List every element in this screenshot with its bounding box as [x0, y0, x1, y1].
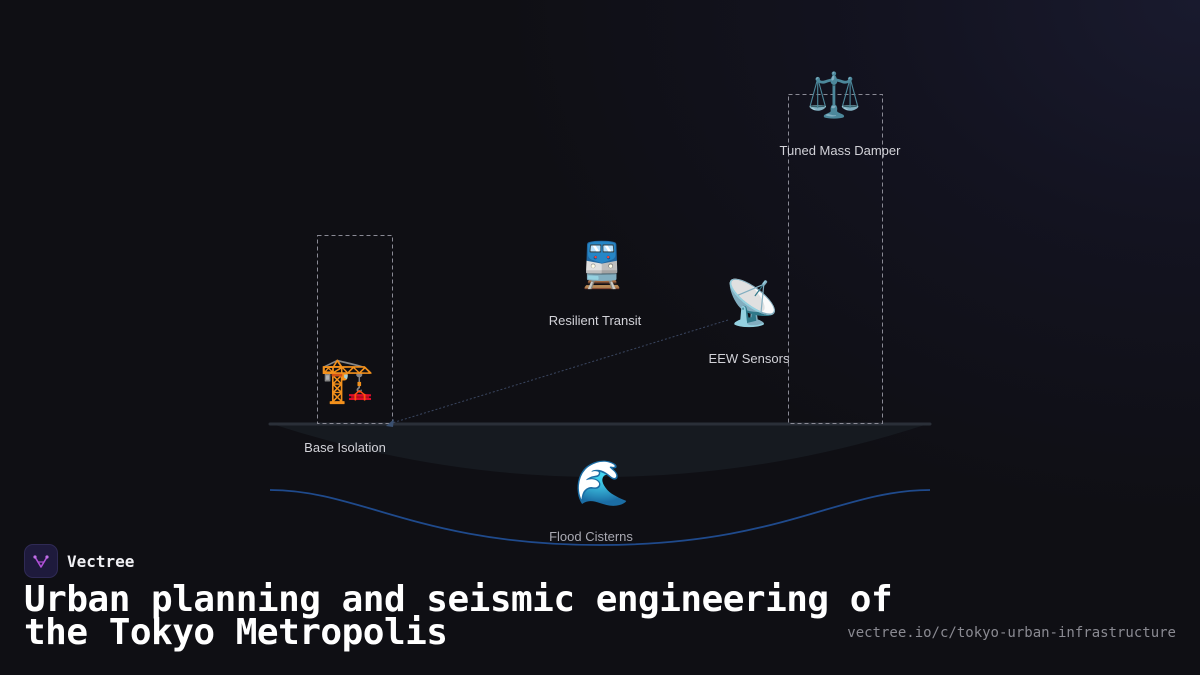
connector-arrowhead	[386, 419, 394, 427]
low-rise-building-outline	[317, 235, 393, 424]
balance-scale-icon: ⚖️	[806, 70, 862, 121]
water-level-curve	[269, 489, 931, 546]
base-isolation-label: Base Isolation	[304, 440, 386, 455]
sensor-signal-connector	[391, 319, 729, 424]
vectree-logo-icon	[24, 544, 58, 578]
eew-sensors-label: EEW Sensors	[708, 351, 790, 366]
high-rise-tower-outline	[788, 94, 883, 424]
page-title: Urban planning and seismic engineering o…	[24, 579, 893, 653]
resilient-transit-label: Resilient Transit	[548, 313, 642, 328]
train-icon: 🚆	[574, 240, 630, 291]
underground-basin	[272, 424, 928, 477]
satellite-dish-icon: 📡	[724, 278, 780, 329]
brand: Vectree	[24, 544, 134, 578]
water-wave-icon: 🌊	[574, 458, 630, 509]
tuned-mass-damper-label: Tuned Mass Damper	[779, 143, 901, 158]
construction-crane-icon: 🏗️	[319, 355, 375, 406]
brand-name: Vectree	[67, 551, 135, 571]
flood-cisterns-label: Flood Cisterns	[549, 529, 633, 544]
page-url[interactable]: vectree.io/c/tokyo-urban-infrastructure	[847, 625, 1176, 641]
